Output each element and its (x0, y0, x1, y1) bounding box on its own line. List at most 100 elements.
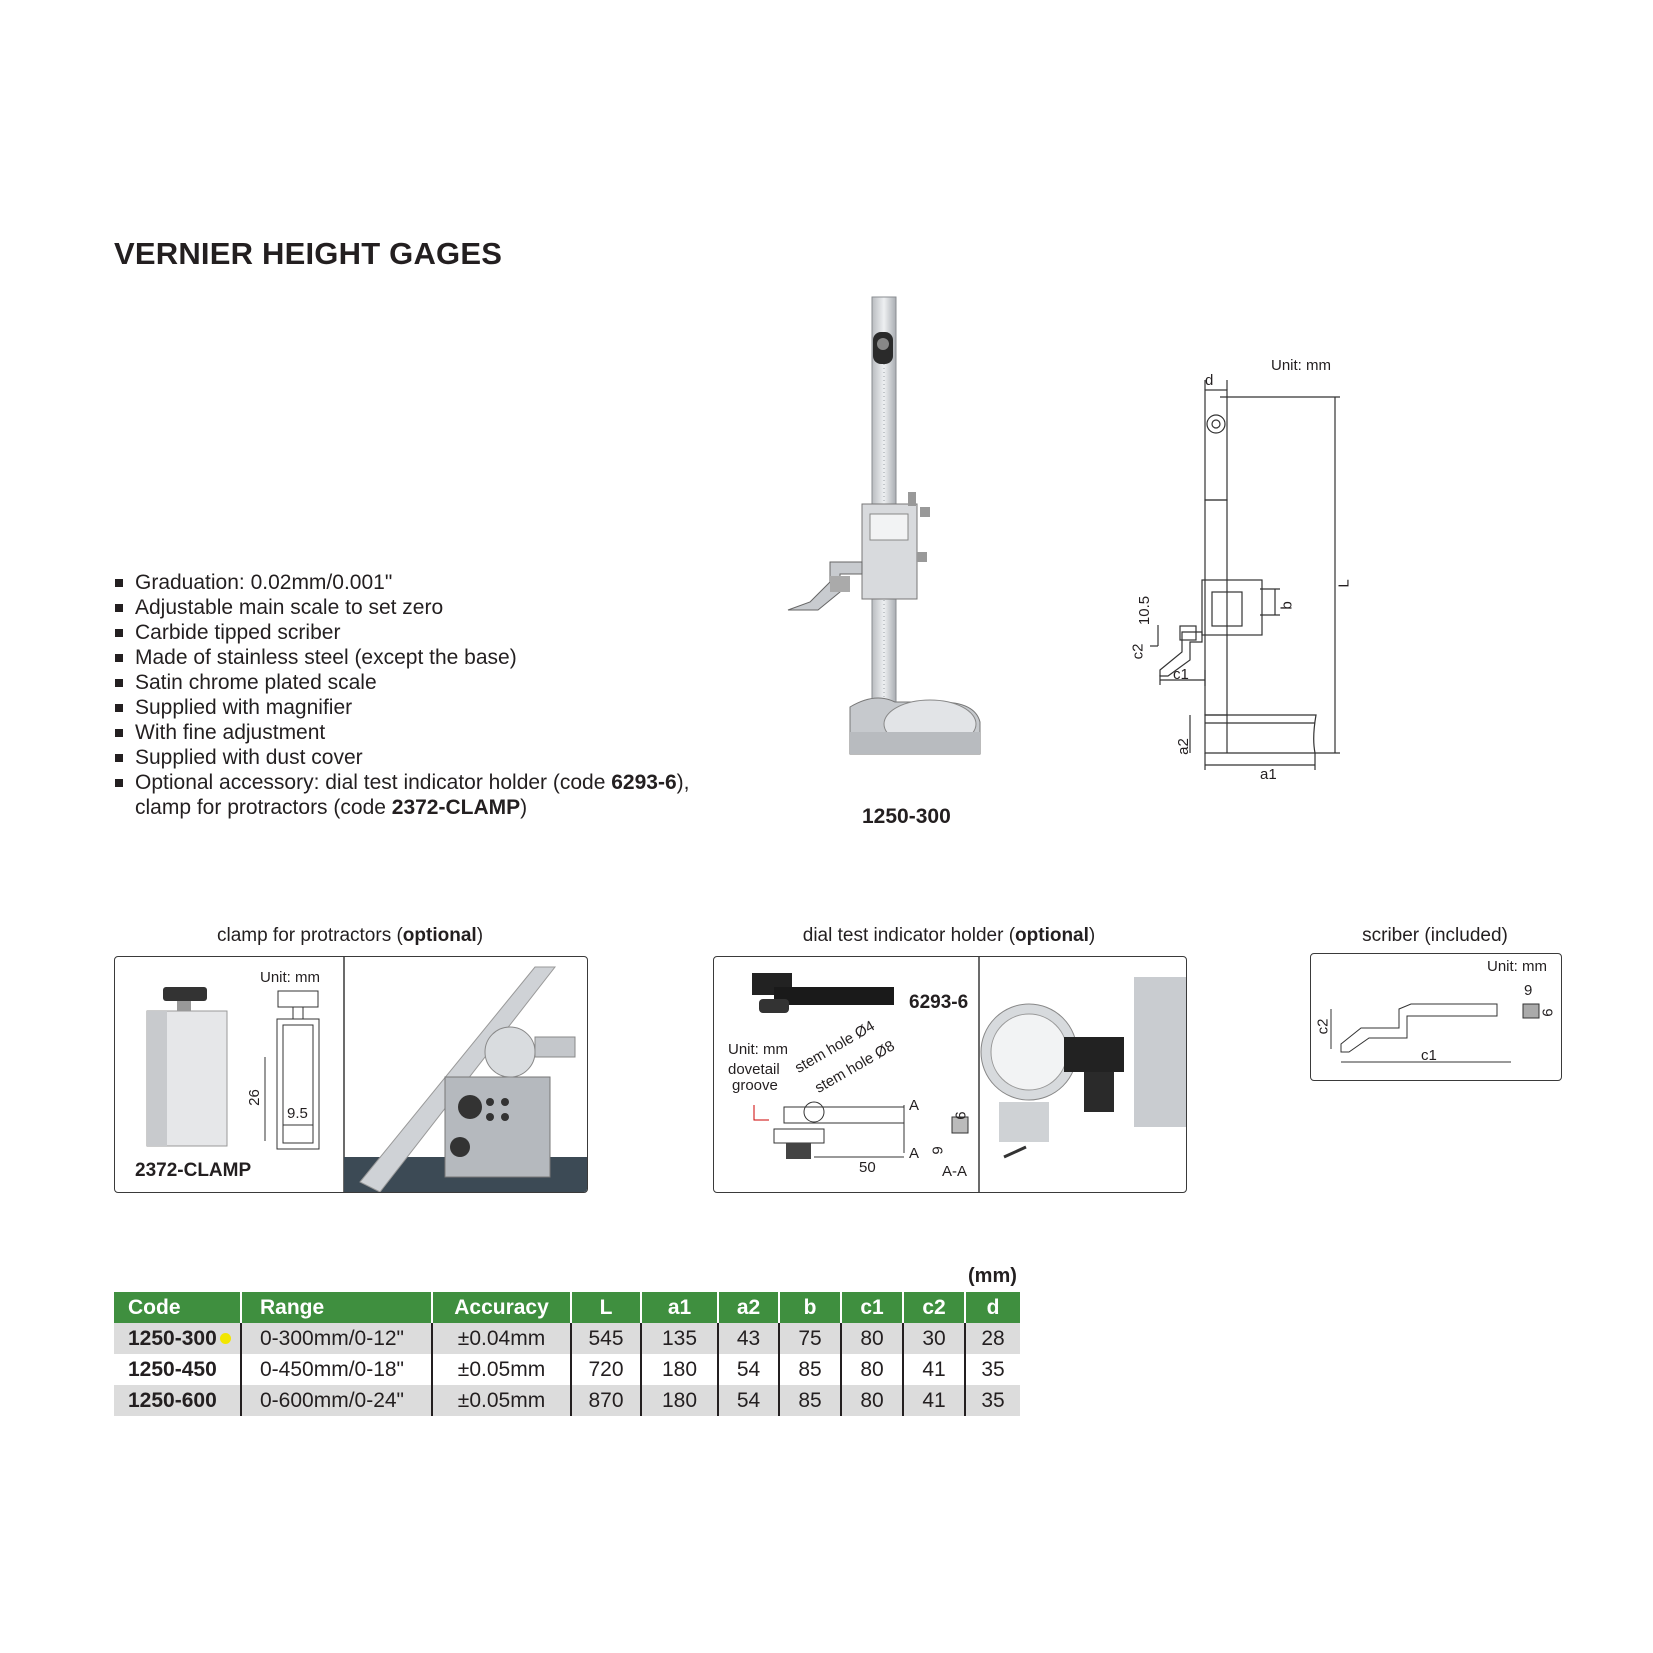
table-cell: 54 (717, 1354, 779, 1385)
col-header: a1 (640, 1292, 718, 1323)
table-cell: 545 (570, 1323, 641, 1354)
table-cell: 85 (778, 1354, 841, 1385)
table-cell: 80 (840, 1354, 903, 1385)
feature-item: Adjustable main scale to set zero (114, 595, 689, 620)
table-cell: 35 (964, 1385, 1020, 1416)
dim-label-d: d (1205, 372, 1214, 389)
table-row: 1250-600 0-600mm/0-24" ±0.05mm 870 180 5… (114, 1385, 1020, 1416)
col-header: b (778, 1292, 841, 1323)
holder-panel: 6293-6 Unit: mm dovetail groove stem hol… (713, 956, 1187, 1193)
section-aa-label: A-A (942, 1163, 968, 1180)
table-cell: 30 (902, 1323, 965, 1354)
table-cell: 80 (840, 1385, 903, 1416)
table-cell: 0-450mm/0-18" (240, 1354, 432, 1385)
col-header: a2 (717, 1292, 779, 1323)
bullet-icon (115, 729, 123, 737)
dim-label-c2: c2 (1129, 643, 1147, 660)
featured-dot-icon (219, 1333, 231, 1345)
spec-table: Code Range Accuracy L a1 a2 b c1 c2 d 12… (114, 1292, 1020, 1416)
table-cell: ±0.05mm (431, 1385, 571, 1416)
page-title: VERNIER HEIGHT GAGES (114, 236, 503, 271)
bullet-icon (115, 679, 123, 687)
table-cell: 85 (778, 1385, 841, 1416)
feature-item: With fine adjustment (114, 720, 689, 745)
feature-item: Supplied with dust cover (114, 745, 689, 770)
groove-label: groove (732, 1077, 778, 1094)
table-cell: 870 (570, 1385, 641, 1416)
bullet-icon (115, 654, 123, 662)
dim-label-b: b (1278, 601, 1296, 610)
table-cell-code: 1250-450 (128, 1357, 217, 1381)
table-cell: 41 (902, 1385, 965, 1416)
table-cell: ±0.05mm (431, 1354, 571, 1385)
accessory-code: 2372-CLAMP (391, 796, 521, 819)
table-cell: 43 (717, 1323, 779, 1354)
table-cell: 75 (778, 1323, 841, 1354)
dim-label-9-5: 9.5 (287, 1105, 308, 1122)
feature-item: Carbide tipped scriber (114, 620, 689, 645)
table-cell: 80 (840, 1323, 903, 1354)
holder-caption: dial test indicator holder (optional) (802, 925, 1096, 946)
feature-item: Satin chrome plated scale (114, 670, 689, 695)
table-cell: 180 (640, 1354, 718, 1385)
col-header: c2 (902, 1292, 965, 1323)
bullet-icon (115, 579, 123, 587)
dim-label-a1: a1 (1260, 766, 1277, 783)
table-cell-code: 1250-300 (114, 1323, 241, 1354)
col-header: Range (240, 1292, 432, 1323)
table-cell-code: 1250-600 (114, 1385, 241, 1416)
dim-label-9: 9 (929, 1146, 947, 1155)
table-cell: 35 (964, 1354, 1020, 1385)
table-cell: 54 (717, 1385, 779, 1416)
unit-label: Unit: mm (260, 969, 320, 986)
col-header: Accuracy (431, 1292, 571, 1323)
table-cell: 28 (964, 1323, 1020, 1354)
table-cell: 0-300mm/0-12" (240, 1323, 432, 1354)
table-cell: 41 (902, 1354, 965, 1385)
feature-item-accessory: Optional accessory: dial test indicator … (114, 770, 689, 820)
feature-item: Made of stainless steel (except the base… (114, 645, 689, 670)
dim-label-9: 9 (1524, 982, 1533, 999)
scriber-caption: scriber (included) (1362, 925, 1508, 946)
table-cell: 720 (570, 1354, 641, 1385)
table-cell: 0-600mm/0-24" (240, 1385, 432, 1416)
clamp-caption: clamp for protractors (optional) (216, 925, 484, 946)
col-header: Code (114, 1292, 241, 1323)
unit-label: Unit: mm (728, 1041, 788, 1058)
accessory-code: 6293-6 (611, 771, 677, 794)
dim-label-50: 50 (859, 1159, 876, 1176)
dim-label-9: 9 (1538, 1008, 1556, 1017)
dim-label-9: 9 (951, 1111, 969, 1120)
unit-label: Unit: mm (1487, 958, 1547, 975)
col-header: d (964, 1292, 1020, 1323)
scriber-illustration (1330, 1003, 1540, 1063)
dim-label-c2: c2 (1314, 1018, 1332, 1035)
feature-item: Supplied with magnifier (114, 695, 689, 720)
dim-label-c1: c1 (1421, 1047, 1437, 1064)
product-code-label: 1250-300 (862, 805, 951, 828)
table-row: 1250-300 0-300mm/0-12" ±0.04mm 545 135 4… (114, 1323, 1020, 1354)
feature-item: Graduation: 0.02mm/0.001" (114, 570, 689, 595)
bullet-icon (115, 629, 123, 637)
bullet-icon (115, 704, 123, 712)
dim-label-26: 26 (245, 1089, 263, 1106)
dim-label-10-5: 10.5 (1136, 595, 1154, 626)
unit-label: Unit: mm (1271, 357, 1331, 374)
bullet-icon (115, 754, 123, 762)
clamp-panel: Unit: mm 2372-CLAMP 26 9.5 (114, 956, 588, 1193)
dovetail-label: dovetail (728, 1061, 780, 1078)
col-header: L (570, 1292, 641, 1323)
table-cell: ±0.04mm (431, 1323, 571, 1354)
holder-illustration (752, 957, 1186, 1192)
section-a-label: A (909, 1145, 920, 1162)
table-header-row: Code Range Accuracy L a1 a2 b c1 c2 d (114, 1292, 1020, 1323)
dim-label-L: L (1335, 579, 1353, 588)
bullet-icon (115, 604, 123, 612)
bullet-icon (115, 779, 123, 787)
clamp-illustration (146, 957, 587, 1192)
col-header: c1 (840, 1292, 903, 1323)
scriber-panel: Unit: mm 9 9 c2 c1 (1310, 953, 1562, 1081)
height-gage-photo (787, 296, 981, 755)
feature-list: Graduation: 0.02mm/0.001" Adjustable mai… (114, 570, 689, 820)
technical-drawing (1150, 380, 1340, 770)
